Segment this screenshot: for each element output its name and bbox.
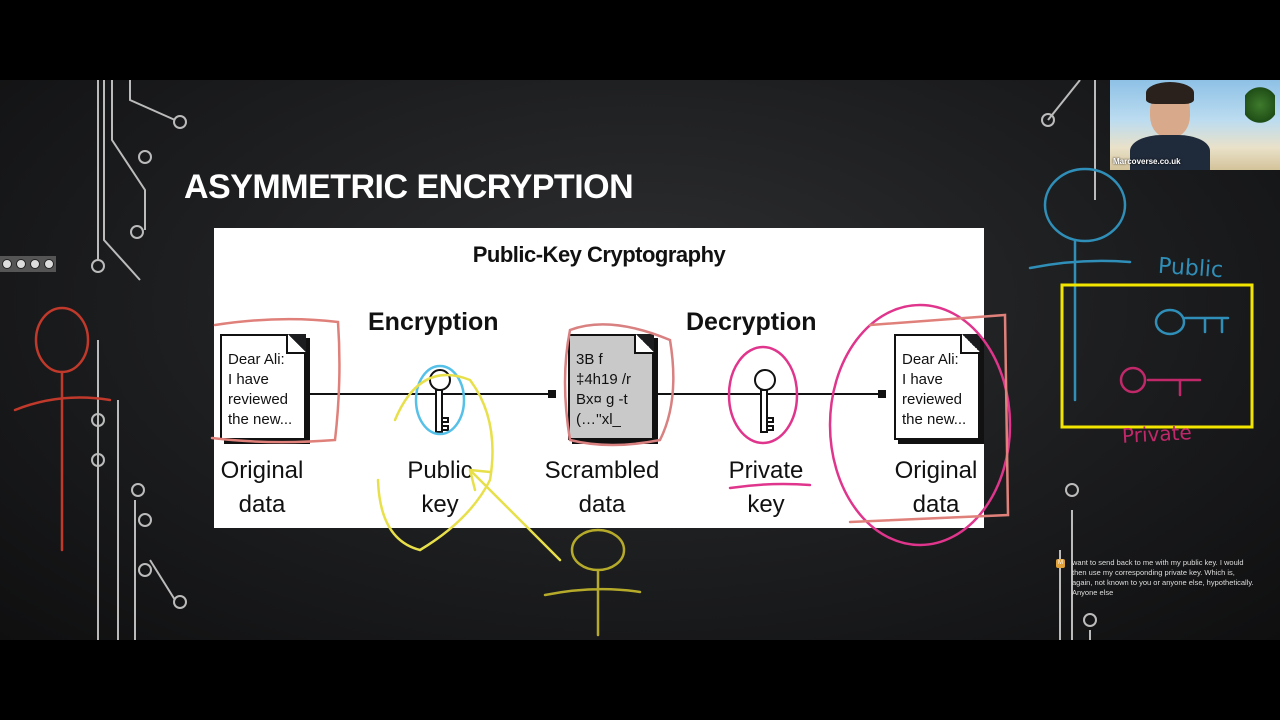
- circuit-decoration: [91, 80, 1097, 640]
- presenter-body: [1130, 135, 1210, 170]
- control-button[interactable]: [30, 259, 40, 269]
- speaker-avatar: M: [1056, 559, 1065, 568]
- annotation-private: Private: [1121, 420, 1193, 448]
- annotation-public: Public: [1157, 253, 1224, 284]
- scrambled-document-icon: 3B f‡4h19 /r Bx¤ g -t(…''xl_: [568, 334, 654, 440]
- control-button[interactable]: [44, 259, 54, 269]
- live-caption: M want to send back to me with my public…: [1056, 558, 1256, 598]
- webcam-name-label: Marcoverse.co.uk: [1113, 157, 1181, 166]
- control-button[interactable]: [2, 259, 12, 269]
- slide-title: ASYMMETRIC ENCRYPTION: [184, 168, 634, 206]
- diagram-title: Public-Key Cryptography: [472, 242, 726, 267]
- caption-text: want to send back to me with my public k…: [1072, 558, 1254, 597]
- arrow-icon: [878, 390, 886, 398]
- section-encryption: Encryption: [368, 308, 499, 336]
- palm-tree: [1245, 85, 1275, 125]
- video-control-toolbar[interactable]: [0, 256, 56, 272]
- arrow-icon: [548, 390, 556, 398]
- key-icon: [754, 369, 776, 433]
- control-button[interactable]: [16, 259, 26, 269]
- diagram-image: Public-Key Cryptography Encryption Decry…: [214, 228, 984, 528]
- webcam-feed: Marcoverse.co.uk: [1110, 80, 1280, 170]
- section-decryption: Decryption: [686, 308, 817, 336]
- presenter-hair: [1146, 82, 1194, 104]
